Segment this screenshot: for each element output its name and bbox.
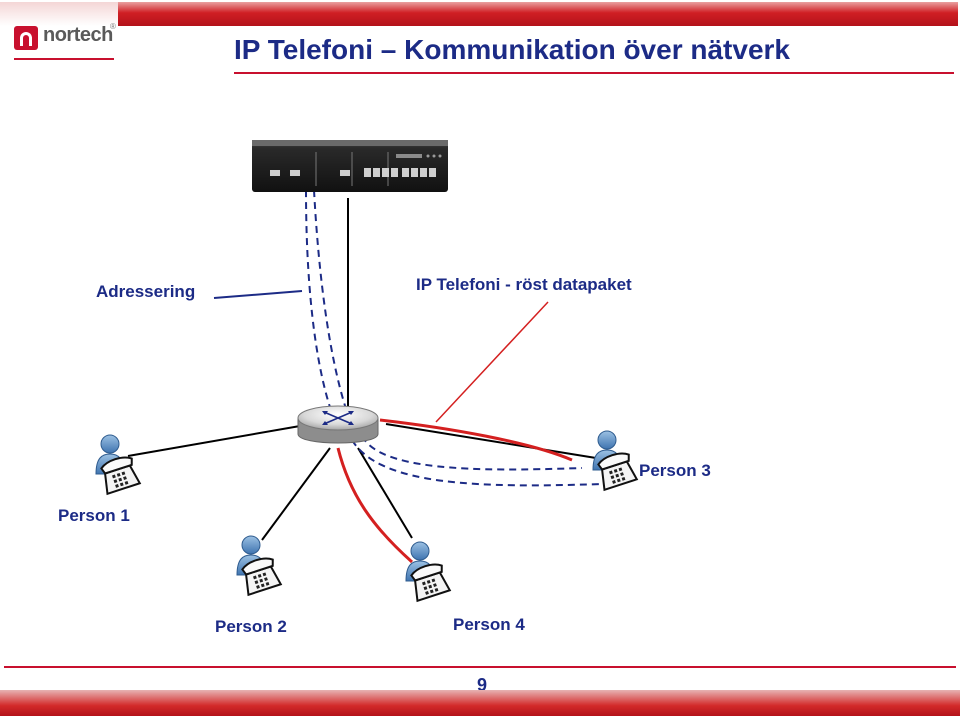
person1-phone-icon — [95, 434, 141, 495]
person2-label: Person 2 — [215, 617, 287, 636]
title-divider — [234, 72, 954, 74]
address-path-4 — [351, 439, 603, 487]
address-path-2 — [313, 189, 353, 427]
server-icon — [252, 140, 448, 192]
footer-divider — [4, 666, 956, 668]
person3-label: Person 3 — [639, 461, 711, 480]
logo-registered-mark: ® — [110, 22, 116, 31]
voice-path-person4 — [336, 447, 414, 564]
person4-label: Person 4 — [453, 615, 525, 634]
person1-cable — [127, 425, 301, 457]
nortech-logo: nortech ® — [14, 22, 118, 54]
person2-phone-icon — [236, 535, 282, 596]
logo-text: nortech — [43, 24, 113, 46]
voice-pointer — [435, 301, 549, 423]
page-title: IP Telefoni – Kommunikation över nätverk — [234, 34, 790, 65]
voice-paths — [336, 418, 573, 564]
logo-mark-icon — [14, 26, 38, 50]
person1-label: Person 1 — [58, 506, 130, 525]
person3-phone-icon — [592, 430, 638, 491]
page-number: 9 — [476, 675, 487, 695]
footer-band — [0, 690, 960, 716]
person4-cable — [357, 447, 413, 539]
addressing-label: Adressering — [96, 282, 196, 301]
address-path-3 — [361, 435, 583, 471]
person4-phone-icon — [405, 541, 451, 602]
voice-path-person3 — [379, 418, 573, 462]
header-band — [118, 2, 958, 26]
address-path-1 — [305, 189, 337, 425]
header-band-left — [0, 2, 118, 26]
person3-cable — [385, 423, 597, 459]
ip-voice-label: IP Telefoni - röst datapaket — [416, 275, 632, 294]
logo-underline — [14, 58, 114, 60]
cable-links — [127, 198, 597, 541]
person2-cable — [261, 447, 331, 541]
addressing-pointer — [213, 290, 303, 299]
router-icon — [297, 405, 379, 444]
